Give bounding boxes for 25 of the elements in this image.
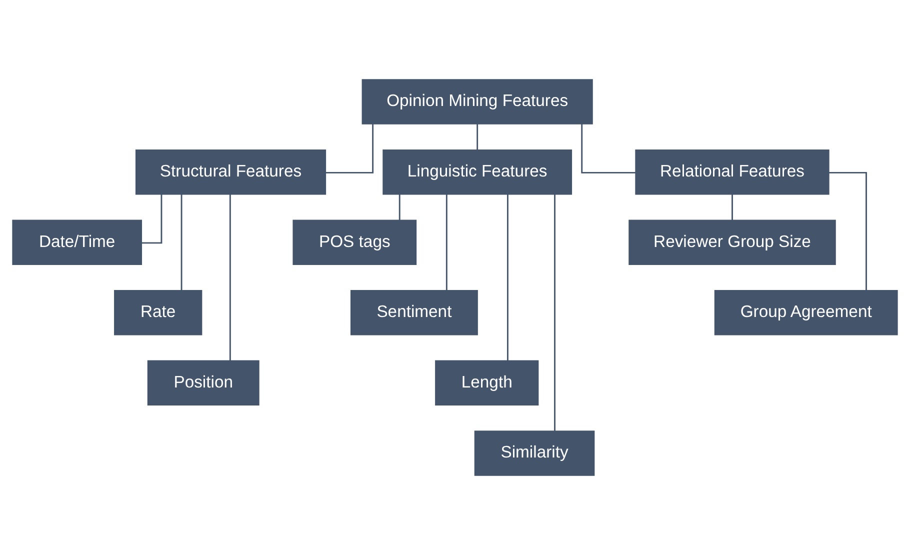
connector [141, 194, 162, 244]
connector [180, 194, 182, 290]
node-box: Group Agreement [714, 290, 898, 336]
connector [828, 172, 867, 290]
connector [732, 194, 733, 220]
connector [398, 194, 400, 220]
node-box: Sentiment [350, 290, 478, 336]
connector [507, 194, 508, 361]
node-box: Rate [114, 290, 202, 336]
node-box: Similarity [474, 430, 595, 476]
node-box: POS tags [292, 220, 417, 265]
node-box: Linguistic Features [382, 149, 572, 195]
node-box: Opinion Mining Features [362, 79, 593, 124]
node-box: Structural Features [135, 149, 326, 195]
connector [446, 194, 448, 290]
connector [229, 194, 231, 361]
node-box: Length [435, 360, 539, 406]
connector [581, 124, 636, 174]
node-box: Position [147, 360, 260, 406]
node-box: Reviewer Group Size [628, 220, 836, 265]
connector [554, 194, 556, 431]
connector [476, 124, 478, 150]
node-box: Date/Time [12, 220, 142, 265]
node-box: Relational Features [635, 149, 830, 195]
connector [326, 124, 374, 174]
